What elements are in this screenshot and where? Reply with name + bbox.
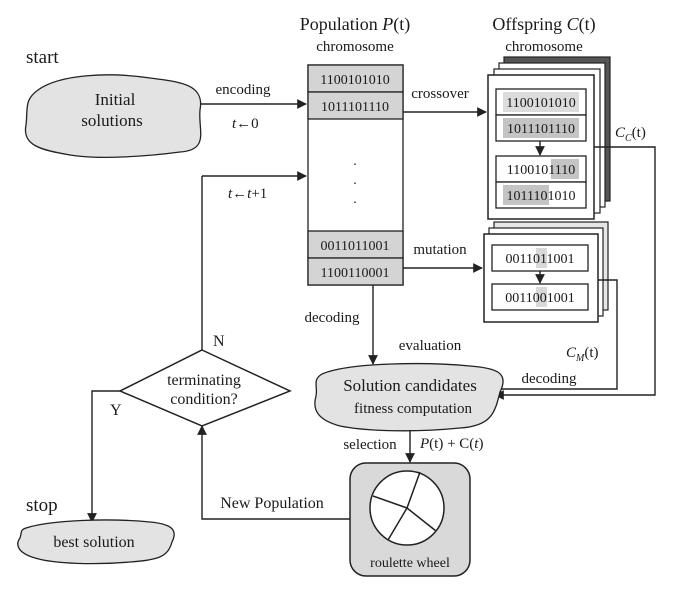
population-row-3-text: 0011011001 — [321, 239, 390, 254]
solution-candidates-label: Solution candidates — [343, 376, 477, 395]
roulette-spoke-2 — [406, 471, 421, 509]
decoding-right-label: decoding — [522, 371, 577, 387]
new-population-label: New Population — [220, 495, 324, 512]
population-row-4-text: 1100110001 — [321, 266, 390, 281]
condition-line2: condition? — [170, 391, 238, 408]
roulette-spoke-1 — [372, 495, 408, 509]
initial-solutions-line2: solutions — [81, 111, 142, 130]
ellipsis-dot-3: . — [353, 192, 357, 207]
roulette-spoke-4 — [387, 507, 408, 541]
cm-decoding-line — [495, 279, 618, 390]
start-label: start — [26, 47, 59, 68]
encoding-label: encoding — [216, 82, 271, 98]
population-row-2-text: 1011101110 — [321, 100, 389, 115]
xo-child-2-hl — [503, 185, 549, 205]
xo-child-1-hl — [551, 159, 579, 179]
decoding-left-label: decoding — [305, 310, 360, 326]
cm-label: CM(t) — [566, 345, 599, 364]
y-label: Y — [110, 402, 122, 419]
initial-solutions-cloud — [24, 74, 202, 158]
n-label: N — [213, 333, 225, 350]
xo-parent-1-text: 1100101010 — [506, 96, 575, 111]
best-solution-label: best solution — [53, 534, 134, 551]
t-increment-label: t←t+1 — [228, 186, 267, 202]
xo-child-1-text: 1100101110 — [507, 163, 575, 178]
condition-line1: terminating — [167, 372, 241, 389]
initial-solutions-line1: Initial — [95, 90, 136, 109]
t-init-label: t←0 — [232, 116, 259, 132]
mutation-after-hl — [536, 287, 547, 307]
xo-parent-2-hl — [503, 118, 579, 138]
offspring-chromosome-label: chromosome — [505, 39, 583, 55]
xo-child-2-text: 1011101010 — [507, 189, 576, 204]
population-chromosome-label: chromosome — [316, 39, 394, 55]
pc-label: P(t) + C(t) — [419, 436, 483, 452]
roulette-spoke-3 — [406, 507, 437, 532]
roulette-wheel-label: roulette wheel — [370, 556, 450, 571]
xo-parent-1-hl — [503, 92, 579, 112]
crossover-label: crossover — [411, 86, 468, 102]
xo-parent-2-text: 1011101110 — [507, 122, 575, 137]
fitness-computation-label: fitness computation — [354, 401, 472, 417]
population-row-1-text: 1100101010 — [320, 73, 389, 88]
selection-label: selection — [343, 437, 397, 453]
mutation-after-text: 0011001001 — [505, 291, 574, 306]
solution-candidates-cloud — [314, 362, 504, 432]
mutation-before-hl — [536, 248, 547, 268]
mutation-before-text: 0011011001 — [506, 252, 575, 267]
cc-decoding-arrow — [494, 146, 656, 400]
new-population-arrow — [197, 425, 350, 520]
offspring-title: Offspring C(t) — [492, 14, 595, 35]
population-row-3 — [307, 230, 404, 259]
population-title: Population P(t) — [300, 14, 411, 35]
ellipsis-dot-1: . — [353, 154, 357, 169]
terminating-condition-diamond — [118, 349, 292, 427]
mutation-label: mutation — [413, 242, 467, 258]
stop-label: stop — [26, 495, 58, 516]
cc-label: CC(t) — [615, 125, 646, 144]
ellipsis-dot-2: . — [353, 173, 357, 188]
population-row-2 — [307, 91, 404, 120]
y-branch-arrow — [87, 390, 120, 523]
population-row-4 — [307, 257, 404, 286]
evaluation-label: evaluation — [399, 338, 462, 354]
best-solution-cloud — [17, 519, 175, 565]
population-row-1 — [307, 64, 404, 93]
